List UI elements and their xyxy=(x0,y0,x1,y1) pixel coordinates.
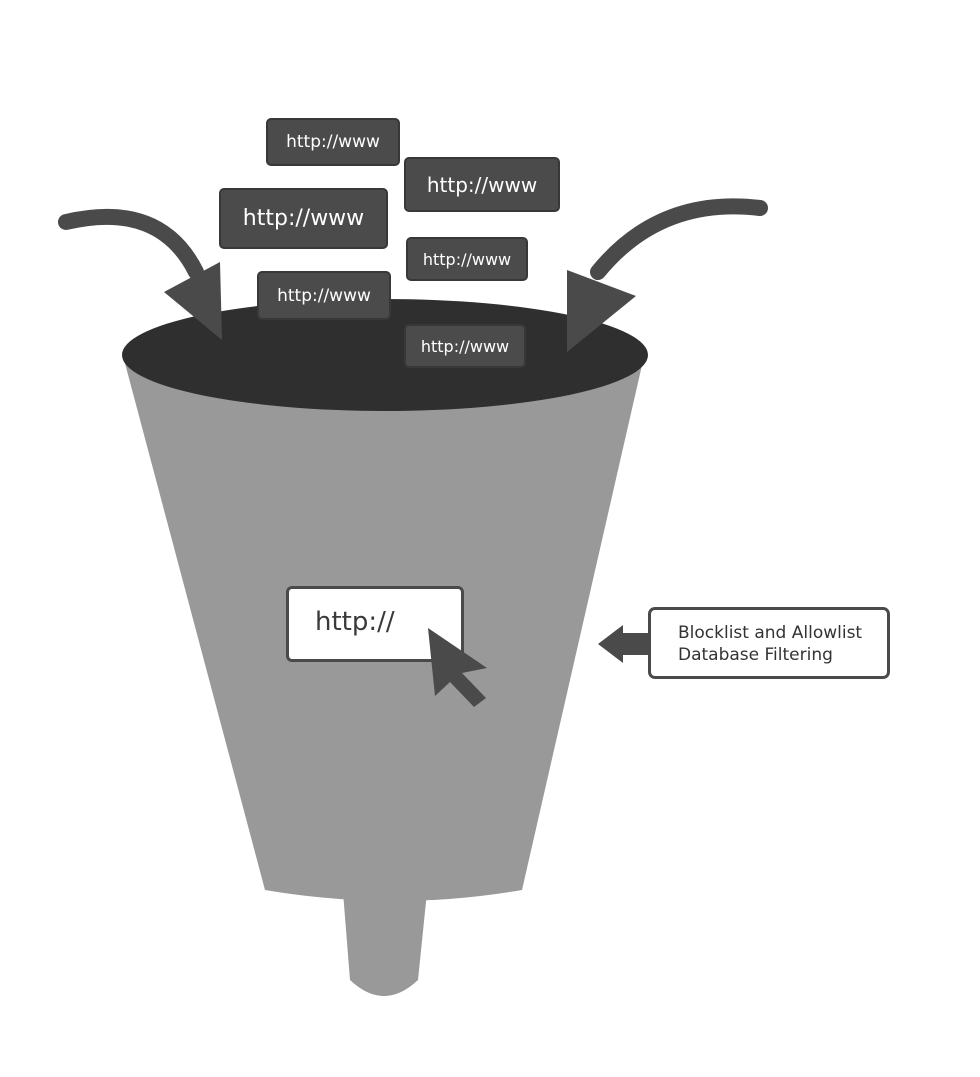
filtering-callout: Blocklist and Allowlist Database Filteri… xyxy=(648,607,890,679)
url-tag: http://www xyxy=(406,237,528,281)
funnel-spout xyxy=(343,892,427,996)
url-tag: http://www xyxy=(404,157,560,212)
url-tag: http://www xyxy=(404,324,526,368)
url-tag: http://www xyxy=(219,188,388,249)
callout-line-2: Database Filtering xyxy=(678,645,833,665)
url-tag: http://www xyxy=(257,271,391,320)
callout-line-1: Blocklist and Allowlist xyxy=(678,623,863,643)
curved-arrow-left-icon xyxy=(58,208,222,340)
browser-url-bar: http:// xyxy=(286,586,464,662)
url-tag: http://www xyxy=(266,118,400,166)
url-bar-text: http:// xyxy=(315,607,395,637)
left-arrow-icon xyxy=(598,625,650,663)
curved-arrow-right-icon xyxy=(567,198,768,352)
